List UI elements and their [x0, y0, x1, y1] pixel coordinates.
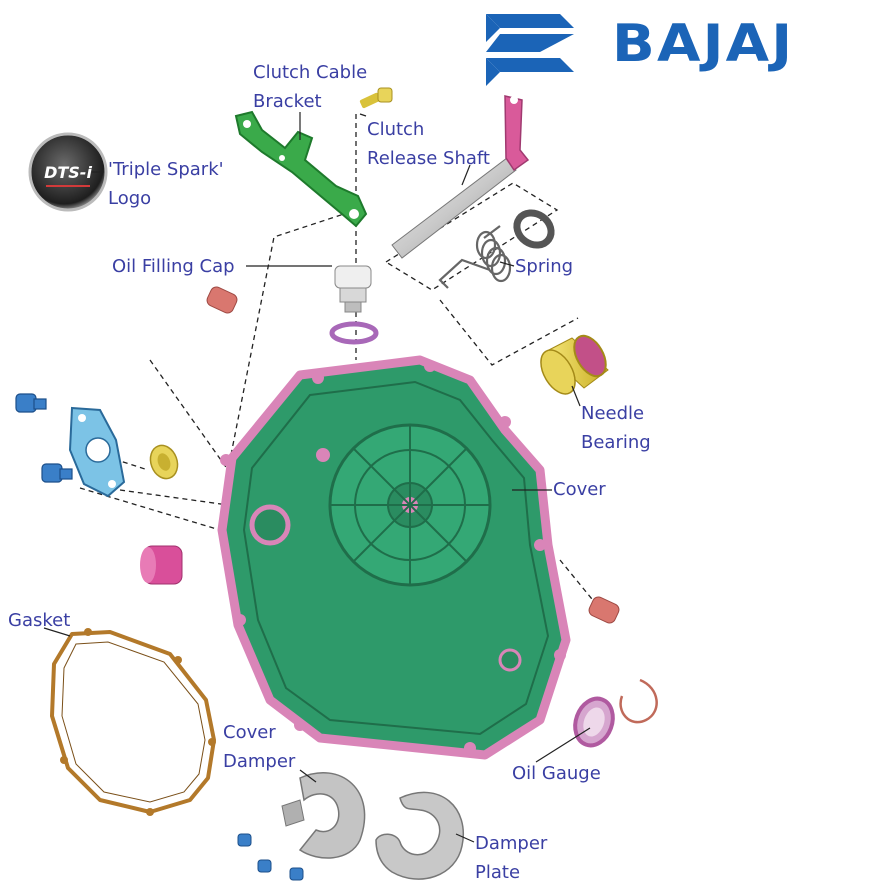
label-line: Plate	[475, 862, 521, 883]
cover-damper-part	[281, 772, 366, 859]
spring-part	[438, 225, 512, 289]
collar-part	[149, 444, 179, 480]
label-line: Clutch Cable	[253, 62, 368, 83]
label-clutch-release-shaft: Clutch Release Shaft	[367, 115, 490, 173]
bracket-bolt-part	[359, 87, 393, 109]
logo-badge-text: DTS-i	[44, 163, 92, 182]
bottom-bolts-part	[237, 833, 304, 881]
breather-gasket-part	[68, 406, 126, 498]
triple-spark-logo-part: DTS-i	[28, 132, 108, 212]
label-line: Damper	[223, 751, 296, 772]
label-oil-gauge: Oil Gauge	[512, 763, 601, 784]
label-gasket: Gasket	[8, 610, 71, 631]
label-oil-filling-cap: Oil Filling Cap	[112, 256, 235, 277]
right-dowel-pin-part	[588, 596, 620, 624]
left-bolts-part	[15, 393, 73, 483]
label-line: Bracket	[253, 91, 322, 112]
label-clutch-cable-bracket: Clutch Cable Bracket	[253, 58, 367, 116]
label-leader-lines	[43, 112, 591, 843]
label-line: Logo	[108, 188, 152, 209]
label-damper-plate: Damper Plate	[475, 829, 547, 887]
label-spring: Spring	[515, 256, 574, 277]
clutch-release-shaft-part	[391, 95, 530, 259]
gasket-part	[50, 628, 216, 816]
label-needle-bearing: Needle Bearing	[581, 399, 651, 457]
damper-plate-part	[375, 791, 464, 880]
needle-bearing-part	[540, 334, 609, 395]
label-line: 'Triple Spark'	[108, 159, 224, 180]
washer-part	[513, 209, 555, 249]
bajaj-emblem-icon	[486, 14, 574, 86]
brand-wordmark: BAJAJ	[612, 14, 795, 74]
label-cover-damper: Cover Damper	[223, 718, 295, 776]
label-line: Clutch	[367, 119, 425, 140]
oil-gauge-part	[573, 678, 658, 748]
label-line: Needle	[581, 403, 645, 424]
label-line: Damper	[475, 833, 548, 854]
label-line: Cover	[223, 722, 276, 743]
cover-part	[217, 355, 571, 760]
label-triple-spark-logo: 'Triple Spark' Logo	[108, 155, 224, 213]
oil-cap-o-ring-part	[329, 321, 379, 345]
label-cover: Cover	[553, 479, 606, 500]
label-line: Release Shaft	[367, 148, 490, 169]
oil-filling-cap-part	[334, 265, 372, 313]
clutch-cable-bracket-part	[234, 110, 368, 228]
pink-plug-part	[140, 545, 183, 585]
dowel-pin-part	[206, 286, 238, 314]
label-line: Bearing	[581, 432, 651, 453]
